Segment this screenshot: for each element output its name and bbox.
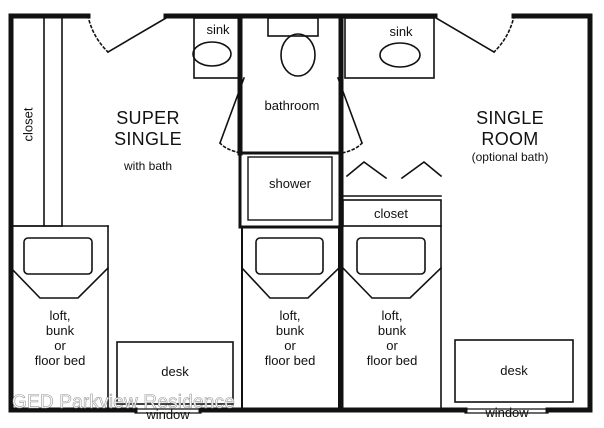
super-single-subtitle: with bath	[123, 159, 173, 173]
bathroom-doors	[218, 76, 364, 154]
closet-right-frame	[342, 160, 443, 227]
bed-middle-line3: or	[284, 338, 296, 353]
bed-right-label: loft, bunk or floor bed	[352, 308, 432, 368]
bed-middle-label: loft, bunk or floor bed	[250, 308, 330, 368]
closet-vertical-label: closet	[20, 107, 36, 142]
shower-label: shower	[269, 176, 311, 191]
window-left-label: window	[146, 407, 190, 422]
windows	[134, 408, 549, 414]
bed-left-frame	[9, 225, 110, 411]
bed-middle-frame	[240, 226, 341, 411]
desk-left-outline	[116, 341, 234, 405]
bed-right-line3: or	[386, 338, 398, 353]
single-room-title: SINGLE ROOM	[462, 108, 558, 150]
sink-left-counter	[192, 17, 241, 79]
bed-left-line2: bunk	[45, 323, 75, 338]
sink-left-label: sink	[206, 22, 230, 37]
bed-middle-line2: bunk	[275, 323, 305, 338]
closet-right-label: closet	[374, 206, 408, 221]
bathroom-label: bathroom	[264, 98, 320, 113]
window-right-label: window	[485, 405, 529, 420]
bed-right-line1: loft,	[381, 308, 403, 323]
bed-left-line4: floor bed	[34, 353, 86, 368]
single-room-subtitle: (optional bath)	[471, 150, 549, 164]
single-room-title-line1: SINGLE	[476, 108, 544, 128]
watermark-text: GED Parkview Residence	[12, 392, 235, 414]
entry-doors	[87, 15, 515, 54]
super-single-title: SUPER SINGLE	[100, 108, 196, 150]
bed-right-frame	[341, 225, 443, 411]
desk-right-outline	[454, 339, 574, 403]
single-room-title-line2: ROOM	[481, 129, 539, 149]
desk-left-label: desk	[161, 364, 189, 379]
bed-left-line1: loft,	[49, 308, 71, 323]
bed-left-line3: or	[54, 338, 66, 353]
sink-right-label: sink	[389, 24, 413, 39]
bed-left-label: loft, bunk or floor bed	[20, 308, 100, 368]
bed-middle-line1: loft,	[279, 308, 301, 323]
toilet	[267, 17, 319, 77]
bed-middle-line4: floor bed	[264, 353, 316, 368]
desk-right-label: desk	[500, 363, 528, 378]
super-single-title-line1: SUPER	[116, 108, 180, 128]
sink-right-counter	[344, 17, 435, 79]
super-single-title-line2: SINGLE	[114, 129, 182, 149]
closet-vertical	[10, 17, 63, 227]
bed-right-line2: bunk	[377, 323, 407, 338]
bed-right-line4: floor bed	[366, 353, 418, 368]
